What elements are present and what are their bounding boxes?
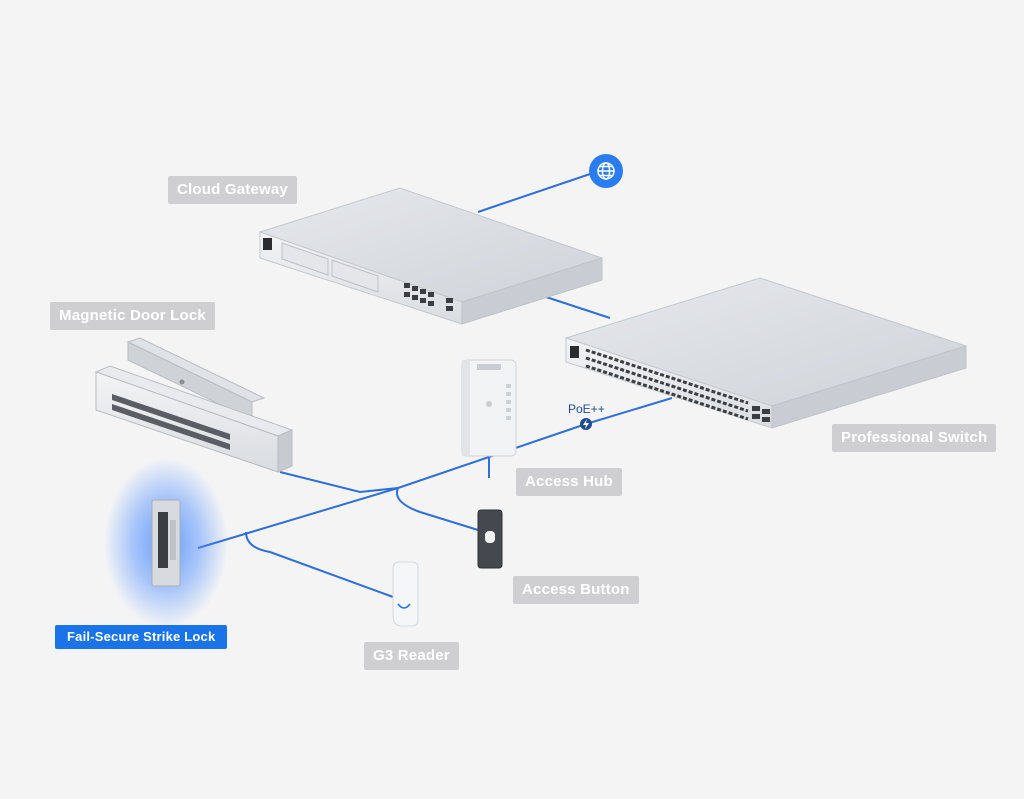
label-g3-reader[interactable]: G3 Reader bbox=[364, 642, 459, 670]
label-magnetic-door-lock[interactable]: Magnetic Door Lock bbox=[50, 302, 215, 330]
access-button-device[interactable] bbox=[477, 509, 503, 569]
cable-access-button bbox=[396, 487, 479, 531]
access-hub-device[interactable] bbox=[461, 359, 517, 457]
g3-reader-device[interactable] bbox=[392, 561, 419, 627]
fail-secure-strike-lock-device[interactable] bbox=[104, 458, 228, 628]
label-fail-secure-strike-lock[interactable]: Fail-Secure Strike Lock bbox=[55, 625, 228, 649]
internet-node[interactable] bbox=[589, 154, 623, 188]
professional-switch-device[interactable] bbox=[564, 277, 968, 429]
cloud-gateway-device[interactable] bbox=[258, 187, 604, 325]
cable-gateway-internet bbox=[477, 171, 597, 213]
power-bolt-icon bbox=[580, 418, 592, 430]
label-access-button[interactable]: Access Button bbox=[513, 576, 639, 604]
globe-icon bbox=[597, 162, 615, 180]
cable-gateway-switch bbox=[539, 294, 611, 319]
poe-label: PoE++ bbox=[568, 402, 605, 416]
magnetic-door-lock-device[interactable] bbox=[94, 337, 294, 473]
cable-maglock bbox=[279, 471, 399, 494]
label-cloud-gateway[interactable]: Cloud Gateway bbox=[168, 176, 297, 204]
cable-g3-reader bbox=[245, 531, 397, 599]
label-access-hub[interactable]: Access Hub bbox=[516, 468, 622, 496]
label-professional-switch[interactable]: Professional Switch bbox=[832, 424, 997, 452]
